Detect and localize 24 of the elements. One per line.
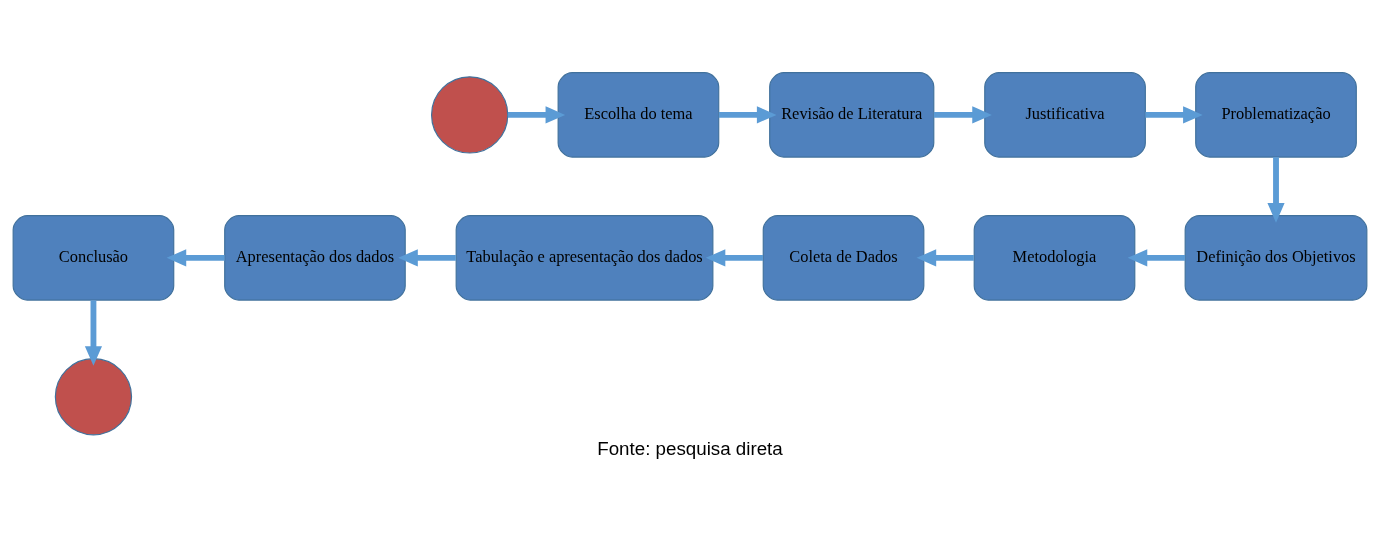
node-box: Justificativa — [984, 71, 1146, 158]
caption: Fonte: pesquisa direta — [597, 437, 783, 459]
arrow — [84, 299, 103, 366]
node-circle — [431, 75, 509, 154]
arrow — [398, 248, 456, 266]
arrow — [933, 105, 992, 123]
arrow — [1145, 105, 1203, 123]
node-box: Problematização — [1195, 71, 1357, 158]
node-box: Tabulação e apresentação dos dados — [455, 214, 714, 301]
node-box: Definição dos Objetivos — [1184, 214, 1368, 301]
node-box: Revisão de Literatura — [769, 71, 935, 158]
arrow — [1127, 248, 1186, 266]
node-box: Conclusão — [12, 214, 175, 301]
arrow — [166, 248, 225, 266]
arrow — [916, 248, 974, 266]
arrow — [705, 248, 763, 266]
node-box: Escolha do tema — [557, 71, 720, 158]
node-box: Metodologia — [973, 214, 1136, 301]
node-circle — [54, 357, 133, 435]
node-box: Coleta de Dados — [762, 214, 925, 301]
arrow — [1267, 156, 1285, 223]
node-box: Apresentação dos dados — [224, 214, 406, 301]
arrow — [507, 105, 566, 123]
arrow — [718, 105, 777, 123]
